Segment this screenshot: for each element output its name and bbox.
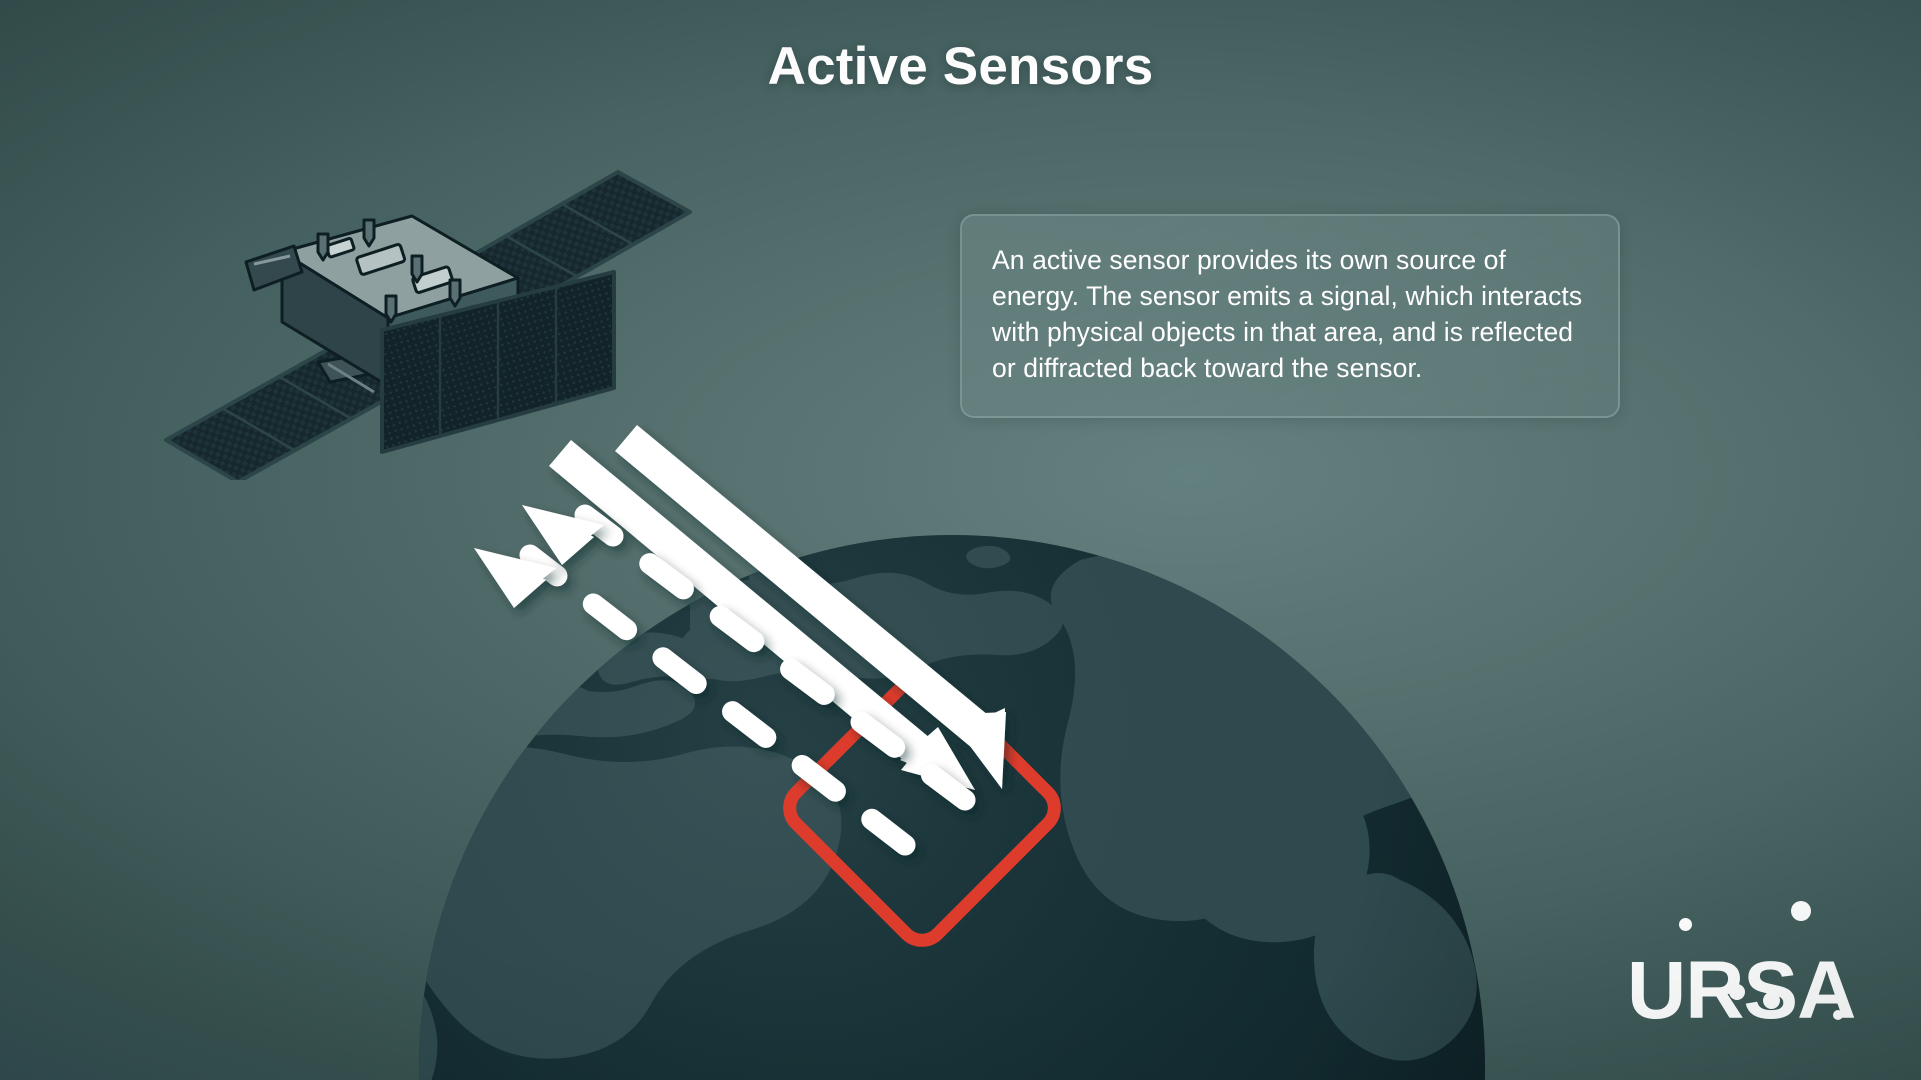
ursa-logo[interactable]: URSA <box>1627 896 1877 1046</box>
info-panel-text: An active sensor provides its own source… <box>992 245 1583 384</box>
radiator-panel <box>380 270 616 454</box>
logo-star-4 <box>1763 992 1780 1009</box>
logo-star-3 <box>1729 984 1745 1000</box>
target-box <box>783 669 1061 947</box>
reflected-beam-2 <box>574 504 976 811</box>
info-panel: An active sensor provides its own source… <box>960 214 1620 419</box>
emitted-beam-1 <box>549 440 975 790</box>
logo-star-2 <box>1791 901 1811 921</box>
emitted-beam-2 <box>615 425 1006 789</box>
page-title: Active Sensors <box>767 37 1154 96</box>
satellite <box>150 150 710 484</box>
logo-star-5 <box>1833 1010 1843 1020</box>
reflected-signal-arrowheads <box>474 505 604 608</box>
logo-star-1 <box>1679 918 1692 931</box>
emitted-signal-beams <box>549 425 1006 790</box>
satellite-thrusters <box>316 218 462 324</box>
reflected-beam-1 <box>519 544 916 856</box>
reflected-signal-beams <box>519 504 976 856</box>
